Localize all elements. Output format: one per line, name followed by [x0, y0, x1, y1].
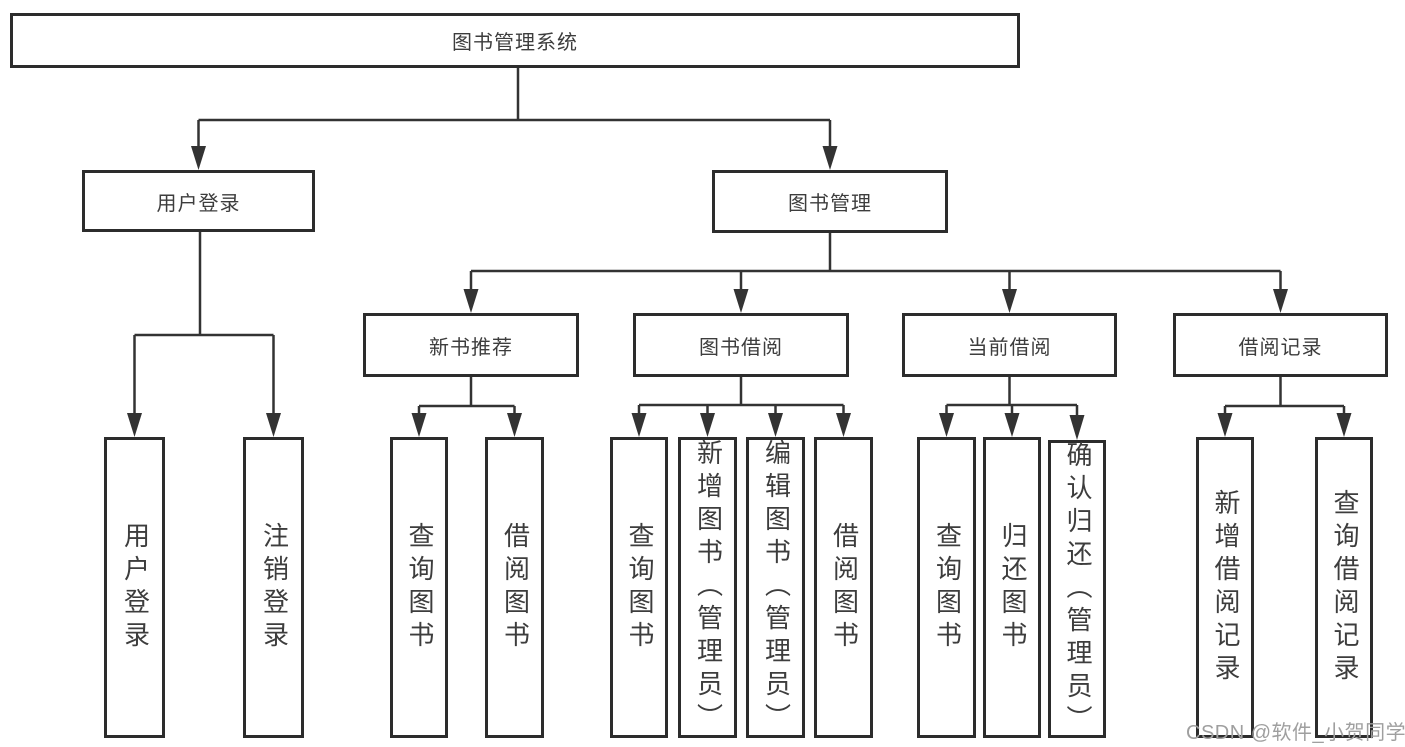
- node-borrowing-records-label: 借阅记录: [1238, 336, 1323, 359]
- node-new-book-recommend-label: 新书推荐: [429, 336, 513, 359]
- leaf-borrow-edit-admin-label: 编辑图书（管理员）: [761, 439, 792, 736]
- leaf-return-book-label: 归还图书: [997, 521, 1028, 654]
- leaf-logout-label: 注销登录: [259, 521, 290, 654]
- leaf-add-borrow-record-label: 新增借阅记录: [1210, 488, 1241, 687]
- node-root-label: 图书管理系统: [452, 32, 578, 54]
- arrowhead-icons: [127, 146, 1352, 440]
- connector-segments: [133, 68, 1346, 415]
- leaf-current-query-label: 查询图书: [932, 521, 963, 654]
- leaf-borrow-book-label: 借阅图书: [829, 521, 860, 654]
- node-root: 图书管理系统: [10, 13, 1020, 68]
- node-book-borrowing-label: 图书借阅: [699, 336, 783, 359]
- leaf-confirm-return-admin-label: 确认归还（管理员）: [1062, 440, 1093, 738]
- leaf-newbook-query-label: 查询图书: [404, 521, 435, 654]
- leaf-add-borrow-record: 新增借阅记录: [1196, 437, 1254, 738]
- leaf-borrow-add-admin-label: 新增图书（管理员）: [693, 439, 724, 736]
- node-current-borrowing-label: 当前借阅: [967, 336, 1052, 359]
- leaf-query-borrow-record-label: 查询借阅记录: [1329, 488, 1360, 687]
- leaf-newbook-borrow: 借阅图书: [485, 437, 544, 738]
- leaf-user-login: 用户登录: [104, 437, 165, 738]
- node-current-borrowing: 当前借阅: [902, 313, 1117, 377]
- leaf-borrow-book: 借阅图书: [814, 437, 873, 738]
- leaf-newbook-query: 查询图书: [390, 437, 448, 738]
- leaf-borrow-edit-admin: 编辑图书（管理员）: [746, 437, 805, 738]
- node-new-book-recommend: 新书推荐: [363, 313, 579, 377]
- watermark: CSDN @软件_小贺同学: [1186, 722, 1405, 744]
- leaf-borrow-add-admin: 新增图书（管理员）: [678, 437, 737, 738]
- node-user-login: 用户登录: [82, 170, 315, 232]
- leaf-current-query: 查询图书: [917, 437, 976, 738]
- node-book-borrowing: 图书借阅: [633, 313, 849, 377]
- leaf-borrow-query: 查询图书: [610, 437, 668, 738]
- node-borrowing-records: 借阅记录: [1173, 313, 1388, 377]
- leaf-query-borrow-record: 查询借阅记录: [1315, 437, 1373, 738]
- leaf-user-login-label: 用户登录: [120, 521, 151, 654]
- leaf-logout: 注销登录: [243, 437, 304, 738]
- node-book-management: 图书管理: [712, 170, 948, 233]
- node-book-management-label: 图书管理: [788, 193, 872, 215]
- leaf-confirm-return-admin: 确认归还（管理员）: [1048, 440, 1106, 738]
- leaf-borrow-query-label: 查询图书: [624, 521, 655, 654]
- node-user-login-label: 用户登录: [156, 192, 241, 215]
- leaf-return-book: 归还图书: [983, 437, 1041, 738]
- leaf-newbook-borrow-label: 借阅图书: [500, 521, 531, 654]
